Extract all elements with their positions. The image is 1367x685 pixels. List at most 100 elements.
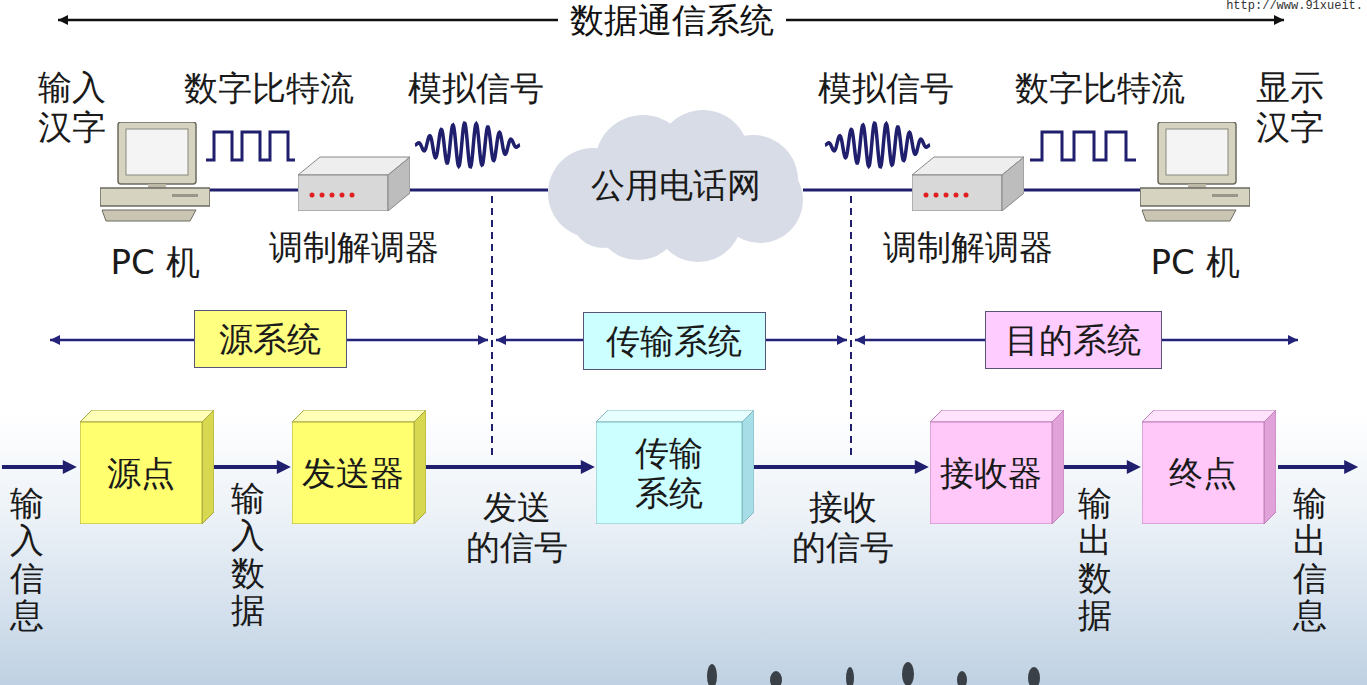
flow-label: 发送 的信号 <box>466 487 568 567</box>
node-label: 源点 <box>107 453 175 493</box>
box-top-face <box>1142 410 1276 422</box>
box-front-face <box>596 422 742 524</box>
signal-label: 模拟信号 <box>408 68 544 108</box>
monitor-screen <box>126 129 188 175</box>
box-side-face <box>742 410 754 524</box>
box-face: 传输 系统 <box>596 422 742 524</box>
modem-side <box>388 157 410 211</box>
flow-label: 输出数据 <box>1078 485 1112 635</box>
modem-front <box>298 175 388 211</box>
system-band: 传输系统 <box>583 312 766 370</box>
indicator-light <box>310 193 315 198</box>
node-label: 接收器 <box>940 453 1042 493</box>
box-front-face <box>1142 422 1264 524</box>
people-silhouettes <box>707 662 1040 685</box>
indicator-light <box>964 193 969 198</box>
node-label: 源系统 <box>219 319 321 359</box>
node-label: 公用电话网 <box>591 165 761 205</box>
node-label: 传输系统 <box>606 321 742 361</box>
keyboard <box>102 210 196 221</box>
boundary-dashed-line <box>850 196 852 460</box>
box-face: 接收器 <box>930 422 1052 524</box>
input-text-label: 输入 汉字 <box>38 67 106 147</box>
indicator-light <box>954 193 959 198</box>
indicator-light <box>934 193 939 198</box>
pc-computer: PC 机 <box>98 122 212 282</box>
box-top-face <box>80 410 214 422</box>
modem: 调制解调器 <box>267 153 441 267</box>
node-label: 传输 系统 <box>635 433 703 513</box>
modem-front <box>912 175 1002 211</box>
indicator-light <box>924 193 929 198</box>
analog-signal-wave <box>825 123 930 167</box>
connector <box>410 189 548 192</box>
box-face: 发送器 <box>292 422 414 524</box>
silhouette <box>846 667 854 685</box>
display-text-label: 显示 汉字 <box>1256 67 1324 147</box>
computer-case <box>100 188 210 206</box>
computer-case <box>1140 188 1250 206</box>
flow-label: 输入数据 <box>231 480 265 630</box>
connector <box>754 465 925 469</box>
computer-icon <box>100 122 210 222</box>
box-face: 源点 <box>80 422 202 524</box>
box-face: 终点 <box>1142 422 1264 524</box>
box-side-face <box>414 410 426 524</box>
connector <box>214 465 287 469</box>
indicator-light <box>350 193 355 198</box>
node-label: 发送器 <box>302 453 404 493</box>
connector <box>426 465 591 469</box>
drive-slot <box>1212 194 1238 197</box>
computer-icon <box>1140 122 1250 222</box>
node-label: PC 机 <box>98 242 212 282</box>
signal-label: 数字比特流 <box>184 68 354 108</box>
watermark: http://www.91xueit. <box>1226 0 1363 13</box>
pc-computer: PC 机 <box>1138 122 1252 282</box>
box-top-face <box>596 410 754 422</box>
box-side-face <box>1264 410 1276 524</box>
monitor-screen <box>1166 129 1228 175</box>
silhouette <box>707 664 717 685</box>
indicator-light <box>320 193 325 198</box>
connector <box>210 189 298 192</box>
flow-label: 输出信息 <box>1293 485 1327 635</box>
box-side-face <box>1052 410 1064 524</box>
indicator-light <box>944 193 949 198</box>
monitor <box>118 122 196 184</box>
box-front-face <box>930 422 1052 524</box>
modem-icon <box>912 153 1024 211</box>
indicator-light <box>340 193 345 198</box>
modem: 调制解调器 <box>881 153 1055 267</box>
block-box: 传输 系统 <box>596 410 754 524</box>
output-arrow <box>1278 465 1354 469</box>
digital-bitstream-wave <box>206 132 295 160</box>
node-label: 调制解调器 <box>267 227 441 267</box>
digital-bitstream-wave <box>1030 132 1136 160</box>
node-label: 终点 <box>1169 453 1237 493</box>
signal-label: 模拟信号 <box>818 68 954 108</box>
silhouette <box>957 671 967 685</box>
flow-label: 接收 的信号 <box>792 487 894 567</box>
node-label: 调制解调器 <box>881 227 1055 267</box>
connector <box>1064 465 1137 469</box>
connector <box>1024 189 1140 192</box>
silhouette <box>770 671 782 685</box>
system-band: 目的系统 <box>985 311 1162 369</box>
cloud-body <box>548 110 803 262</box>
drive-slot <box>172 194 198 197</box>
connector <box>803 189 912 192</box>
block-box: 接收器 <box>930 410 1064 524</box>
silhouette <box>1028 667 1040 685</box>
block-box: 发送器 <box>292 410 426 524</box>
telephone-network-cloud: 公用电话网 <box>548 108 803 263</box>
box-top-face <box>930 410 1064 422</box>
box-front-face <box>292 422 414 524</box>
flow-label: 输入信息 <box>10 485 44 635</box>
modem-icon <box>298 153 410 211</box>
block-box: 终点 <box>1142 410 1276 524</box>
box-top-face <box>292 410 426 422</box>
modem-side <box>1002 157 1024 211</box>
box-front-face <box>80 422 202 524</box>
system-band: 源系统 <box>194 310 347 368</box>
